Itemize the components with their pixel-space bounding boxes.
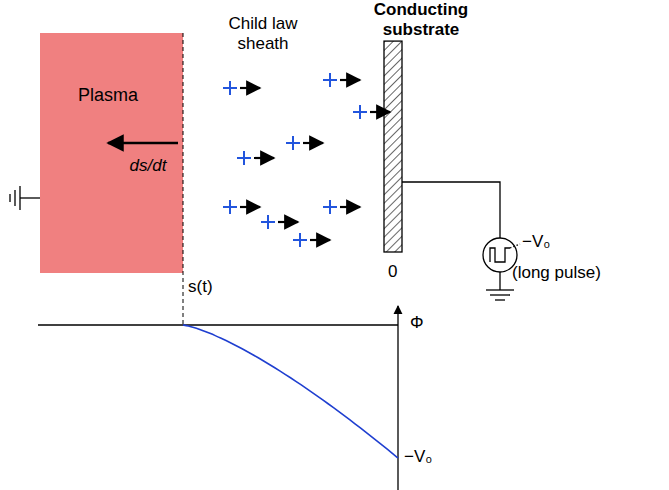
- region-label: Child law sheath: [215, 14, 311, 53]
- plasma-region: [40, 33, 183, 273]
- voltage-label: −V₀: [522, 232, 550, 252]
- pulse-label: (long pulse): [512, 263, 601, 283]
- pulse-circuit: [402, 182, 520, 300]
- ion-symbol: [237, 151, 274, 165]
- ion-group: [223, 73, 390, 247]
- motion-label: ds/dt: [130, 156, 167, 176]
- position-label: s(t): [188, 277, 213, 297]
- ion-symbol: [223, 200, 260, 214]
- ion-symbol: [293, 233, 330, 247]
- origin-label: 0: [388, 262, 397, 282]
- voltage-label: −V₀: [404, 447, 432, 467]
- potential-curve: [183, 325, 398, 458]
- axis-label: Φ: [410, 313, 424, 333]
- region-label: Plasma: [78, 85, 138, 106]
- potential-axis: [397, 306, 398, 490]
- plot-baseline: [38, 324, 398, 325]
- plasma-box: Plasma: [40, 33, 183, 273]
- sheath-motion-arrow: [108, 142, 178, 145]
- part-heading: Conducting substrate: [366, 0, 476, 39]
- sheath-edge-line: [183, 33, 184, 325]
- ion-symbol: [286, 136, 323, 150]
- ion-symbol: [323, 200, 360, 214]
- ground-symbol: [10, 186, 40, 210]
- substrate-plate: Conducting substrate: [366, 0, 476, 253]
- ion-symbol: [261, 215, 298, 229]
- ion-symbol: [223, 81, 260, 95]
- ion-symbol: [323, 73, 360, 87]
